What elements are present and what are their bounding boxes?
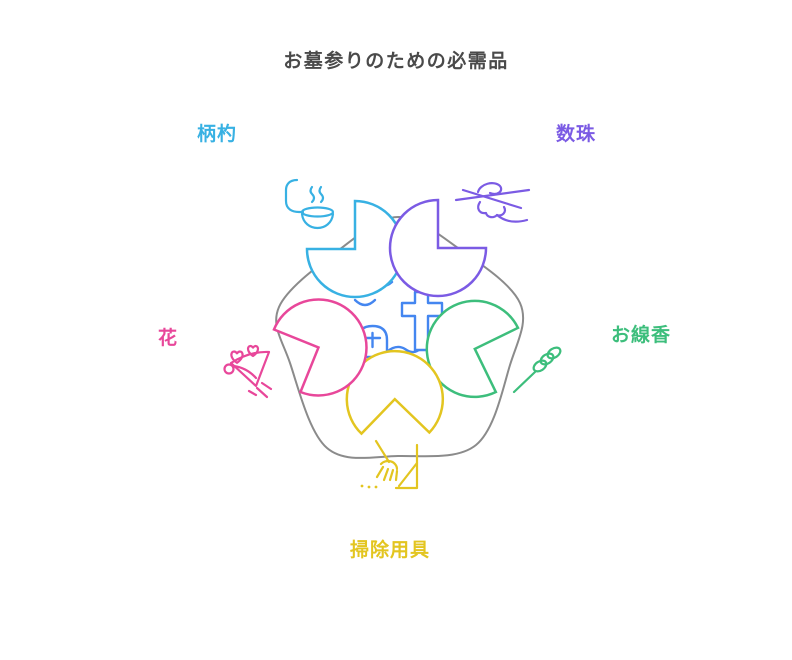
- prayer-beads-icon: [454, 182, 531, 223]
- bird-icon: [353, 298, 377, 307]
- node-juzu: [388, 182, 531, 298]
- node-label-juzu: 数珠: [556, 124, 597, 145]
- node-souji: [345, 349, 444, 490]
- node-hishaku: [284, 178, 405, 299]
- bouquet-icon: [223, 344, 273, 399]
- node-label-hishaku: 柄杓: [197, 124, 238, 145]
- node-osenko: [425, 299, 562, 399]
- petal-souji: [345, 349, 444, 436]
- ladle-icon: [284, 178, 335, 230]
- incense-icon: [512, 346, 562, 394]
- node-label-hana: 花: [158, 328, 179, 349]
- petal-hana: [272, 298, 368, 397]
- node-label-souji: 掃除用具: [350, 540, 431, 561]
- cleaning-tools-icon: [360, 439, 419, 490]
- center-circle: [275, 215, 525, 459]
- petal-hishaku: [305, 199, 405, 299]
- tombstone-cross: [364, 331, 382, 349]
- petal-juzu: [388, 198, 488, 298]
- node-label-osenko: お線香: [611, 325, 672, 346]
- diagram-title: お墓参りのための必需品: [283, 51, 509, 72]
- petal-osenko: [425, 299, 520, 399]
- node-hana: [223, 298, 368, 399]
